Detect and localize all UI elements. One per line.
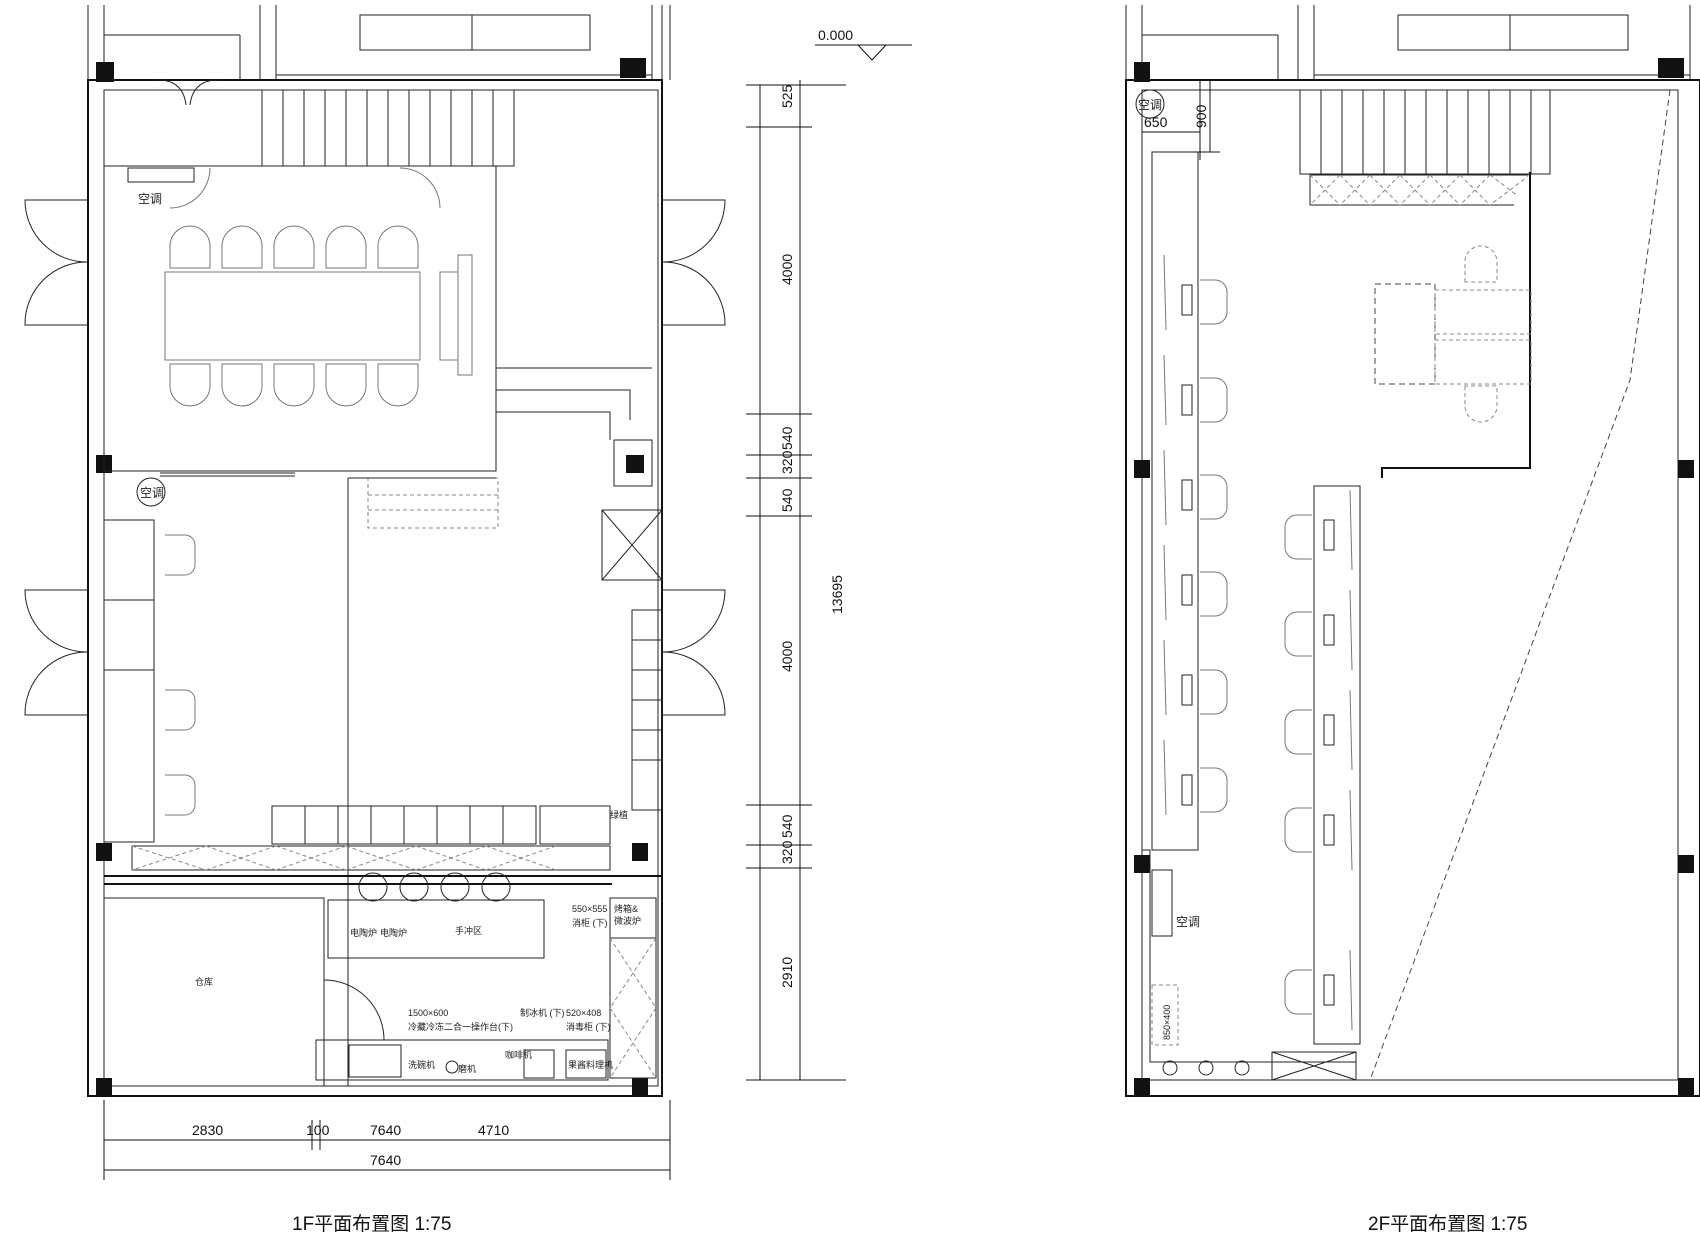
1f-dim-v-7: 320 bbox=[779, 840, 795, 864]
1f-dim-v-2: 540 bbox=[779, 426, 795, 450]
1f-dim-total-v: 13695 bbox=[829, 575, 845, 614]
1f-appliance-1-label: 洗碗机 bbox=[408, 1059, 435, 1070]
1f-dim-v-4: 540 bbox=[779, 488, 795, 512]
1f-dim-h-1: 100 bbox=[306, 1122, 330, 1138]
1f-caption: 1F平面布置图 1:75 bbox=[292, 1213, 451, 1235]
1f-appliance-3-label: 咖啡机 bbox=[505, 1049, 532, 1060]
1f-dim-v-5: 4000 bbox=[779, 641, 795, 672]
1f-dim-v-1: 4000 bbox=[779, 254, 795, 285]
2f-ac-unit-bottom bbox=[1151, 869, 1173, 937]
1f-pot-right-label: 电陶炉 bbox=[380, 927, 407, 938]
1f-ac-label-mid: 空调 bbox=[140, 486, 164, 500]
1f-dim-total-h: 7640 bbox=[370, 1152, 401, 1168]
1f-ac-label-top: 空调 bbox=[138, 192, 162, 206]
1f-dim-v-3: 320 bbox=[779, 450, 795, 474]
1f-dim-v-6: 540 bbox=[779, 814, 795, 838]
1f-outer-wall bbox=[87, 79, 663, 1097]
ac-unit-top bbox=[127, 167, 195, 183]
2f-dim-900: 900 bbox=[1193, 104, 1209, 128]
1f-dim-v-0: 525 bbox=[779, 84, 795, 108]
1f-pot-left-label: 电陶炉 bbox=[350, 927, 377, 938]
1f-appliance-2-label: 磨机 bbox=[458, 1063, 476, 1074]
1f-oven-label: 烤箱&微波炉 bbox=[614, 903, 641, 926]
2f-caption: 2F平面布置图 1:75 bbox=[1368, 1213, 1527, 1235]
1f-appliance-4-label: 果酱料理机 bbox=[568, 1059, 613, 1070]
2f-box-label: 850×400 bbox=[1162, 1005, 1172, 1040]
2f-ac-label-top: 空调 bbox=[1138, 98, 1162, 112]
1f-storage-label: 仓库 bbox=[195, 976, 213, 987]
1f-dim-h-2: 7640 bbox=[370, 1122, 401, 1138]
1f-hand-brew-label: 手冲区 bbox=[455, 925, 482, 936]
1f-dim-h-0: 2830 bbox=[192, 1122, 223, 1138]
1f-elevation-label: 0.000 bbox=[818, 27, 853, 43]
1f-dim-v-8: 2910 bbox=[779, 957, 795, 988]
second-floor-plan: 650 900 空调 空调 850×400 2F平面布置图 1:75 bbox=[1125, 5, 1700, 1235]
1f-stair-label: 绿植 bbox=[610, 809, 628, 820]
2f-ac-label-bottom: 空调 bbox=[1176, 915, 1200, 929]
1f-dim-h-3: 4710 bbox=[478, 1122, 509, 1138]
2f-outer-wall bbox=[1125, 79, 1700, 1097]
1f-ice-maker-label: 制冰机 (下) bbox=[520, 1007, 565, 1018]
